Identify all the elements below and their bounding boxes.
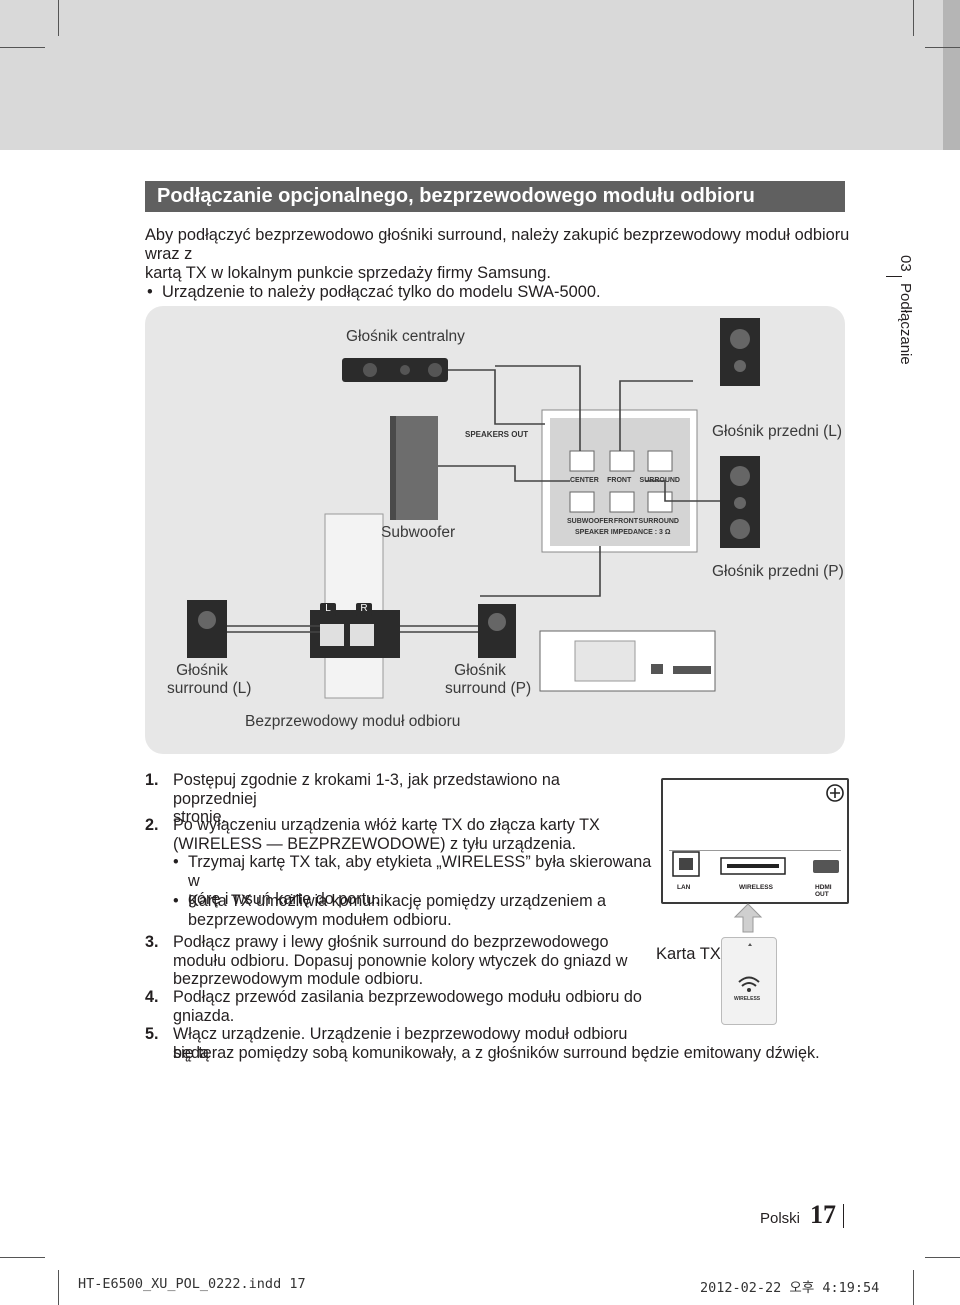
slug-timestamp: 2012-02-22 오후 4:19:54 — [700, 1280, 880, 1296]
step-2-line-1: Po wyłączeniu urządzenia włóż kartę TX d… — [173, 816, 600, 834]
step-4-line-1: Podłącz przewód zasilania bezprzewodoweg… — [173, 988, 642, 1006]
step-2-bullet-2: Karta TX umożliwia komunikację pomiędzy … — [173, 892, 653, 929]
panel-hdmi-label: HDMI OUT — [815, 884, 832, 898]
chapter-label: Podłączanie — [897, 283, 914, 365]
intro-bullet: Urządzenie to należy podłączać tylko do … — [145, 283, 865, 302]
tx-card-label: Karta TX — [656, 945, 721, 963]
terminal-surround-label: SURROUND — [639, 477, 680, 484]
intro-text: Aby podłączyć bezprzewodowo głośniki sur… — [145, 226, 865, 302]
label-center-speaker: Głośnik centralny — [346, 328, 465, 345]
insert-arrow-icon — [733, 903, 763, 933]
terminal-center-label: CENTER — [570, 477, 599, 484]
step-4-line-2: gniazda. — [173, 1006, 235, 1025]
rear-panel-drawing — [669, 784, 844, 877]
step-2-bullet-2-line-1: Karta TX umożliwia komunikację pomiędzy … — [188, 892, 607, 910]
connection-diagram: SPEAKERS OUT CENTER FRONT SURROUND SUBWO… — [145, 306, 845, 754]
header-band — [0, 0, 960, 150]
rear-panel-detail: LAN WIRELESS HDMI OUT — [661, 778, 849, 904]
terminal-row-2: SUBWOOFER FRONT SURROUND — [567, 518, 679, 525]
step-number: 5. — [145, 1025, 159, 1043]
label-surround-left: Głośnik surround (L) — [167, 662, 252, 698]
diagram-drawing — [187, 318, 760, 699]
crop-mark — [58, 1270, 59, 1305]
label-front-left: Głośnik przedni (L) — [712, 423, 843, 440]
step-2: 2. Po wyłączeniu urządzenia włóż kartę T… — [145, 816, 645, 853]
wireless-logo-icon — [738, 943, 760, 992]
step-3-line-2: modułu odbioru. Dopasuj ponownie kolory … — [173, 951, 628, 970]
step-3: 3. Podłącz prawy i lewy głośnik surround… — [145, 933, 645, 989]
terminal-row-1: CENTER FRONT SURROUND — [570, 477, 680, 484]
intro-line-2: kartą TX w lokalnym punkcie sprzedaży fi… — [145, 264, 551, 282]
step-4: 4. Podłącz przewód zasilania bezprzewodo… — [145, 988, 645, 1025]
step-number: 3. — [145, 933, 159, 951]
terminal-header: SPEAKERS OUT — [465, 430, 529, 439]
terminal-front-label: FRONT — [607, 477, 632, 484]
step-5-line-2: się teraz pomiędzy sobą komunikowały, a … — [173, 1044, 820, 1062]
label-subwoofer: Subwoofer — [381, 524, 456, 541]
panel-lan-label: LAN — [677, 884, 691, 891]
step-2-bullet-2-line-2: bezprzewodowym modułem odbioru. — [188, 910, 452, 929]
label-wireless-module: Bezprzewodowy moduł odbioru — [245, 713, 461, 730]
label-surround-left-line-1: Głośnik — [176, 662, 228, 679]
terminal-impedance: SPEAKER IMPEDANCE : 3 Ω — [575, 529, 671, 536]
module-badge-l: L — [320, 603, 336, 616]
crop-mark — [58, 0, 59, 36]
label-surround-right: Głośnik surround (P) — [445, 662, 532, 698]
crop-mark — [925, 1257, 960, 1258]
page-number: 17 — [810, 1200, 836, 1229]
crop-mark — [913, 1270, 914, 1305]
tx-card: WIRELESS — [721, 937, 777, 1025]
terminal-surround-label-2: SURROUND — [638, 518, 679, 525]
subwoofer-icon — [390, 416, 438, 520]
crop-mark — [913, 0, 914, 36]
chapter-divider — [886, 276, 902, 277]
step-3-line-3: bezprzewodowym module odbioru. — [173, 970, 424, 988]
card-logo-text: WIRELESS — [734, 996, 761, 1002]
section-title: Podłączanie opcjonalnego, bezprzewodoweg… — [145, 181, 845, 212]
screw-icon — [826, 784, 844, 802]
label-surround-right-line-1: Głośnik — [454, 662, 506, 679]
slug-filename: HT-E6500_XU_POL_0222.indd 17 — [78, 1276, 306, 1292]
step-number: 2. — [145, 816, 159, 834]
terminal-front-label-2: FRONT — [613, 518, 638, 525]
footer-divider — [843, 1204, 844, 1228]
label-front-right: Głośnik przedni (P) — [712, 563, 844, 580]
label-surround-left-line-2: surround (L) — [167, 680, 252, 697]
step-2-bullet-1-line-1: Trzymaj kartę TX tak, aby etykieta „WIRE… — [188, 853, 652, 890]
intro-line-1: Aby podłączyć bezprzewodowo głośniki sur… — [145, 226, 850, 263]
chapter-tab: 03 Podłączanie — [892, 255, 914, 375]
label-surround-right-line-2: surround (P) — [445, 680, 532, 697]
step-3-line-1: Podłącz prawy i lewy głośnik surround do… — [173, 933, 609, 951]
panel-wireless-label: WIRELESS — [739, 884, 773, 891]
footer-language: Polski — [760, 1210, 801, 1227]
front-left-speaker-icon — [720, 318, 760, 386]
terminal-subwoofer-label: SUBWOOFER — [567, 518, 614, 525]
step-5: 5. Włącz urządzenie. Urządzenie i bezprz… — [145, 1025, 645, 1062]
hdmi-port-icon — [813, 860, 839, 873]
module-badge-r: R — [356, 603, 372, 616]
crop-mark — [0, 1257, 45, 1258]
header-band-edge — [943, 0, 960, 150]
crop-mark — [0, 47, 45, 48]
step-1: 1. Postępuj zgodnie z krokami 1-3, jak p… — [145, 771, 645, 827]
chapter-number: 03 — [897, 255, 914, 272]
step-1-line-1: Postępuj zgodnie z krokami 1-3, jak prze… — [173, 771, 560, 808]
crop-mark — [925, 47, 960, 48]
step-2-line-2: (WIRELESS — BEZPRZEWODOWE) z tyłu urządz… — [173, 834, 576, 853]
step-1-line-2: stronie. — [173, 808, 227, 826]
step-number: 1. — [145, 771, 159, 789]
step-number: 4. — [145, 988, 159, 1006]
step-5-line-1: Włącz urządzenie. Urządzenie i bezprzewo… — [173, 1025, 628, 1062]
